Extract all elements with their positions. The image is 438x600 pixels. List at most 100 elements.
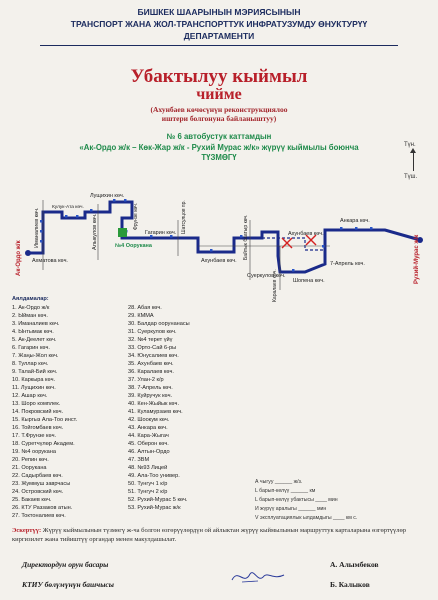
stop-item: 34. Юнусалиев көч.	[128, 353, 179, 359]
signature-role-1: Директордун орун басары	[22, 560, 109, 569]
header-rule	[40, 45, 398, 46]
route-line	[28, 200, 421, 274]
stop-item: 20. Репин көч.	[12, 457, 49, 463]
compass-south-label: Түш.	[404, 174, 418, 180]
stop-marker	[370, 227, 373, 230]
subtitle-line2: иштери болгонуна байланыштуу)	[161, 114, 277, 123]
label-imanaliev: Иманалиев көч.	[34, 207, 40, 248]
document-title: Убактылуу кыймыл	[130, 66, 308, 87]
closed-section-line	[262, 237, 325, 251]
stop-item: 13. Шоро комплек.	[12, 401, 61, 407]
label-akhunbaev-right: Ахунбаев көч.	[288, 231, 324, 237]
stop-marker	[124, 199, 127, 202]
label-shatsultsov: Шатсулцов пр.	[181, 200, 187, 234]
param-roundtrip-time: L барып-келүү убактысы ____ мин	[255, 497, 338, 503]
stop-item: 4. Ынтымак көч.	[12, 329, 54, 335]
stop-item: 15. Кыргыз Ала-Тоо инст.	[12, 417, 78, 423]
stop-marker	[113, 199, 116, 202]
stop-item: 24. Островский көч.	[12, 489, 64, 495]
stop-item: 7. Жаңы-Жол көч.	[12, 353, 59, 359]
stop-item: 50. Тунгуч 1 к/р	[128, 481, 168, 487]
handwritten-signature-icon	[231, 572, 285, 583]
label-akhmatova: Ахматова көч.	[32, 258, 68, 264]
label-alykulov: Алыкулов көч.	[92, 213, 98, 250]
compass-arrowhead-icon	[410, 148, 416, 153]
stop-marker	[40, 220, 43, 223]
param-speed: V эксплуатациялык ылдамдыгы ____ км с.	[255, 515, 358, 521]
stop-item: 5. Ак-Деелет көч.	[12, 337, 57, 343]
stop-item: 30. Балдар оорунанасы	[128, 321, 190, 327]
stop-item: 35. Ахунбаев көч.	[128, 361, 174, 367]
param-departure: А чыгуу ______ ж/з.	[255, 479, 303, 485]
subtitle-line1: (Ахунбаев көчөсүнүн реконструкциялоо	[150, 105, 288, 114]
department-header-line3: ДЕПАРТАМЕНТИ	[183, 31, 255, 41]
stop-item: 3. Иманалиев көч.	[12, 321, 60, 327]
stop-item: 27. Токтоналиев көч.	[12, 513, 66, 519]
label-gagarin: Гагарин көч.	[145, 230, 177, 236]
stop-marker	[355, 227, 358, 230]
param-length: L барып-келүү ______ км	[255, 488, 316, 494]
stop-marker	[210, 249, 213, 252]
label-kuluk-ata: Кулук-Ата көч.	[52, 204, 84, 210]
stop-item: 38. 7-Апрель көч.	[128, 385, 173, 391]
label-baytyk: Байтык баатыр көч.	[242, 214, 249, 260]
label-karalaev: Каралаев көч.	[272, 269, 278, 302]
route-heading: № 6 автобустук каттамдын	[166, 132, 272, 141]
route-description: «Ак-Ордо ж/к – Көк-Жар ж/к - Рухий Мурас…	[79, 143, 359, 152]
stop-item: 32. №4 терет үйү	[128, 337, 173, 343]
stop-item: 49. Ала-Тоо универ.	[128, 473, 180, 479]
stop-item: 22. Садырбаев көч.	[12, 473, 63, 479]
stop-item: 48. №93 Лицей	[128, 465, 168, 471]
stop-marker	[65, 215, 68, 218]
compass-arrow-icon	[413, 151, 414, 171]
label-april7: 7-Апрель көч.	[330, 261, 365, 267]
stop-item: 1. Ак-Ордо ж/к	[12, 305, 50, 311]
stop-item: 45. Оберон көч.	[128, 441, 169, 447]
stop-item: 42. Шоокум көч.	[128, 417, 170, 423]
label-oorukana: №4 Оорукана	[115, 243, 153, 249]
closure-icon	[281, 234, 317, 249]
document-title-2: чийме	[196, 86, 242, 103]
route-map: Ак-Ордо ж/к Ахматова көч. Иманалиев көч.…	[16, 193, 423, 302]
stop-item: 8. Туллар көч.	[12, 361, 49, 367]
stop-item: 12. Ашар көч.	[12, 393, 48, 399]
compass: Түн. Түш.	[404, 142, 428, 182]
stop-item: 26. КТУ Раззаков атын.	[12, 505, 73, 511]
stop-item: 25. Бакаев көч.	[12, 497, 52, 503]
stop-item: 23. Жуммуш заврчасы	[12, 481, 71, 487]
stop-marker	[170, 235, 173, 238]
stop-marker	[76, 215, 79, 218]
label-akhunbaev-left: Ахунбаев көч.	[201, 258, 237, 264]
stop-item: 31. Суеркулов көч.	[128, 329, 177, 335]
hospital-icon	[118, 228, 127, 237]
stop-item: 28. Абая көч.	[128, 305, 162, 311]
department-header-line2: ТРАНСПОРТ ЖАНА ЖОЛ-ТРАНСПОРТТУК ИНФРАТУЗ…	[70, 19, 368, 29]
stop-item: 17. Т.Фрунзе көч.	[12, 433, 57, 439]
stop-item: 37. Улан-2 к/р	[128, 377, 164, 383]
stop-item: 11. Лущихин көч.	[12, 385, 56, 391]
stop-item: 51. Тунгуч 2 к/р	[128, 489, 168, 495]
stops-heading: Аялдамалар:	[12, 296, 49, 302]
stop-marker	[40, 230, 43, 233]
stop-marker	[90, 209, 93, 212]
stop-item: 36. Каралаев көч.	[128, 369, 174, 375]
signature-name-2: Б. Калыков	[330, 580, 370, 589]
stop-item: 44. Кара-Жыгач	[128, 433, 169, 439]
label-ak-ordo: Ак-Ордо ж/к	[16, 240, 22, 276]
stop-item: 6. Гагарин көч.	[12, 345, 50, 351]
note: Эскертүү: Жүрүү кыймылынын түзмөгү ж-ча …	[12, 526, 426, 544]
stop-item: 18. Суретчүлөр Академ.	[12, 441, 75, 447]
stop-item: 52. Рухий-Мурас 5 көч.	[128, 497, 188, 503]
stop-item: 46. Алтын-Ордо	[128, 449, 170, 455]
label-shopen: Шопена көч.	[293, 278, 325, 284]
stop-item: 10. Каркыра көч.	[12, 377, 56, 383]
stop-marker	[40, 240, 43, 243]
stop-item: 33. Орто-Сай 6-ры	[128, 345, 177, 351]
terminal-rukhiy-muras	[417, 237, 423, 243]
note-text: Жүрүү кыймылынын түзмөгү ж-ча болгон өзг…	[12, 527, 406, 543]
stop-item: 9. Талай-Бий көч.	[12, 369, 58, 375]
signature-role-2: КТИУ бөлүмүнүн башчысы	[22, 580, 114, 589]
